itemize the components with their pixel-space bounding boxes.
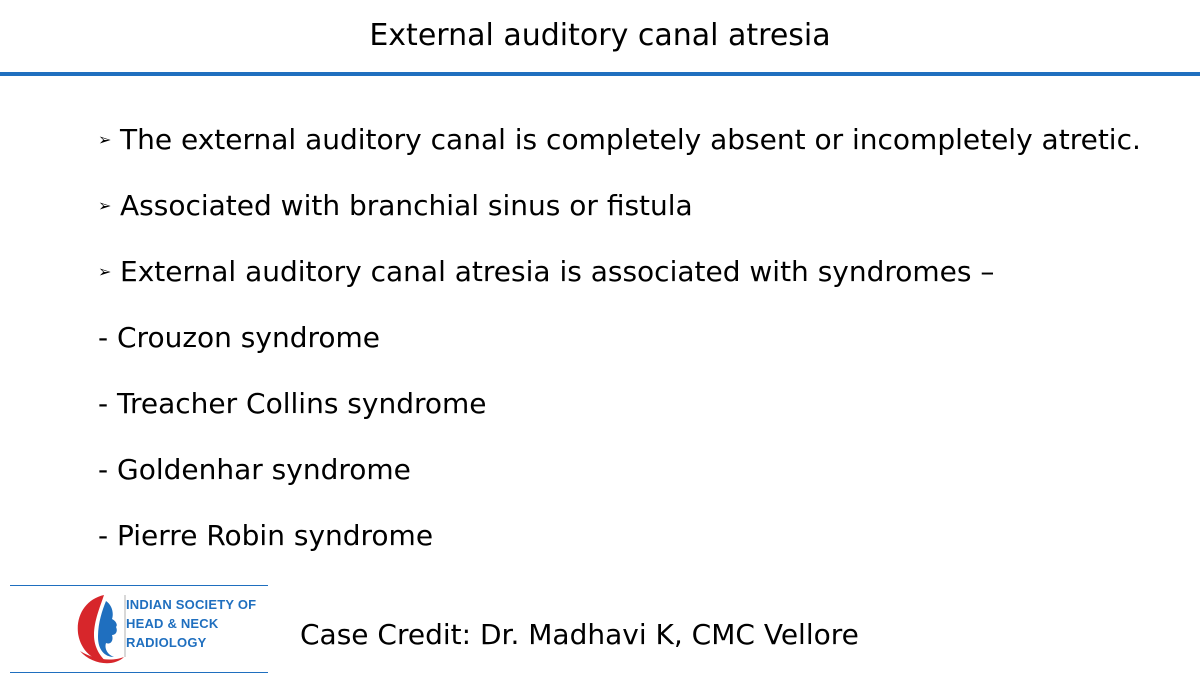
slide-title: External auditory canal atresia [369, 18, 831, 53]
syndrome-item: - Goldenhar syndrome [98, 453, 411, 486]
logo-line: HEAD & NECK [126, 616, 219, 631]
arrow-bullet-icon: ➢ [98, 130, 112, 149]
bullet-text: Associated with branchial sinus or fistu… [120, 189, 693, 222]
logo-line: RADIOLOGY [126, 635, 207, 650]
bullet-list: ➢ The external auditory canal is complet… [98, 112, 1158, 574]
syndrome-item: - Treacher Collins syndrome [98, 387, 487, 420]
bullet-text: The external auditory canal is completel… [120, 123, 1141, 156]
title-underline [0, 72, 1200, 76]
logo-top-rule [10, 585, 268, 586]
bullet-item: ➢ The external auditory canal is complet… [98, 112, 1158, 168]
case-credit: Case Credit: Dr. Madhavi K, CMC Vellore [300, 618, 859, 651]
logo-text: INDIAN SOCIETY OF HEAD & NECK RADIOLOGY [126, 595, 256, 652]
bullet-item: ➢ Associated with branchial sinus or fis… [98, 178, 1158, 234]
arrow-bullet-icon: ➢ [98, 262, 112, 281]
syndrome-item: - Pierre Robin syndrome [98, 519, 434, 552]
bullet-item: ➢ External auditory canal atresia is ass… [98, 244, 1158, 300]
head-profile-logo-icon [77, 595, 124, 664]
arrow-bullet-icon: ➢ [98, 196, 112, 215]
logo-bottom-rule [10, 672, 268, 673]
syndrome-item: - Crouzon syndrome [98, 321, 381, 354]
society-logo: INDIAN SOCIETY OF HEAD & NECK RADIOLOGY [10, 585, 268, 673]
logo-divider [124, 595, 126, 657]
logo-line: INDIAN SOCIETY OF [126, 597, 257, 612]
bullet-text: External auditory canal atresia is assoc… [120, 255, 995, 288]
